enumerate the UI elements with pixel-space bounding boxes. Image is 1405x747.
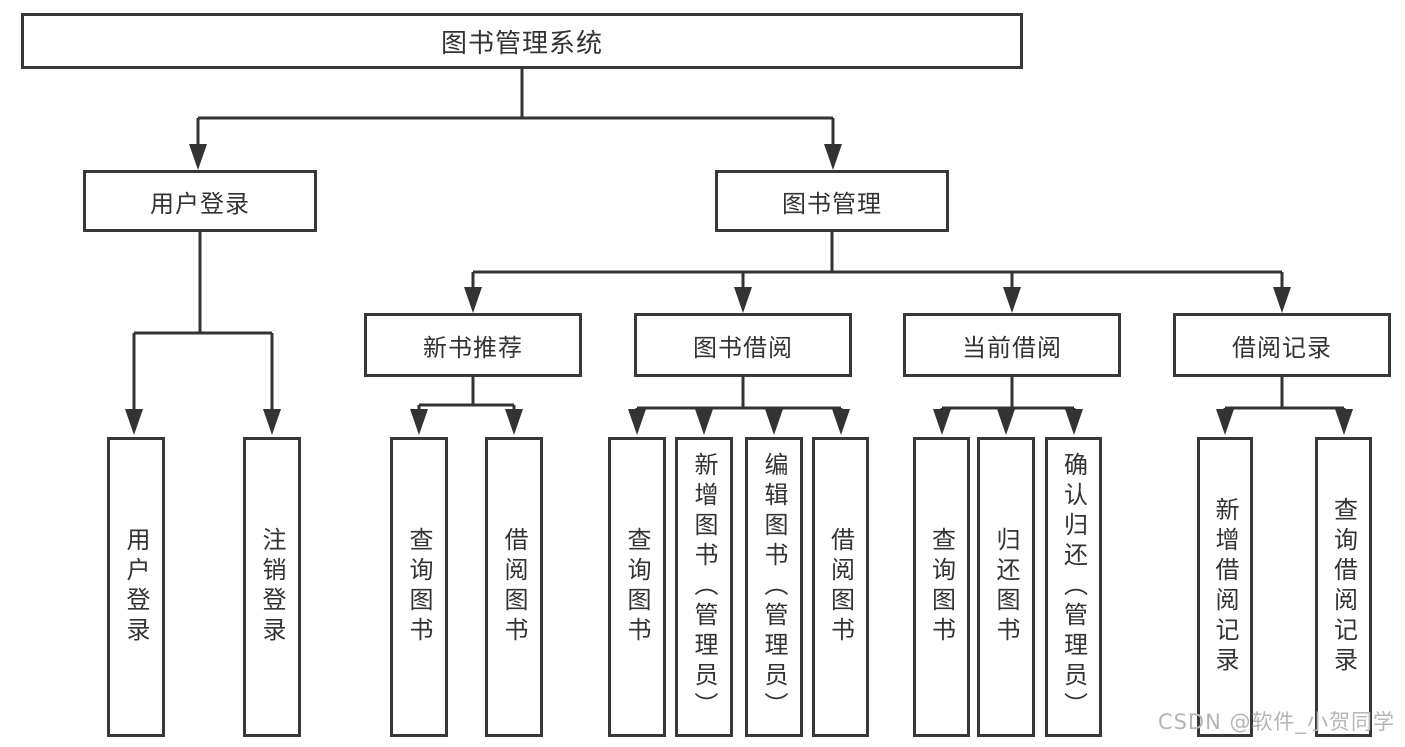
leaf-borrow-books-recommend: 借阅图书 — [485, 437, 543, 737]
node-borrow-records: 借阅记录 — [1173, 313, 1391, 377]
leaf-query-borrow-record: 查询借阅记录 — [1315, 437, 1372, 737]
node-root: 图书管理系统 — [21, 13, 1023, 69]
leaf-borrow-books: 借阅图书 — [812, 437, 869, 737]
leaf-query-books-borrow: 查询图书 — [608, 437, 666, 737]
node-new-book-recommend: 新书推荐 — [364, 313, 582, 377]
leaf-logout: 注销登录 — [243, 437, 301, 737]
leaf-edit-book-admin: 编辑图书（管理员） — [745, 437, 803, 737]
leaf-add-borrow-record: 新增借阅记录 — [1197, 437, 1253, 737]
leaf-confirm-return-admin: 确认归还（管理员） — [1045, 437, 1102, 737]
node-current-borrow: 当前借阅 — [903, 313, 1121, 377]
node-book-management: 图书管理 — [715, 170, 949, 232]
node-user-login: 用户登录 — [83, 170, 317, 232]
leaf-query-books-recommend: 查询图书 — [390, 437, 448, 737]
leaf-return-book: 归还图书 — [977, 437, 1035, 737]
leaf-add-book-admin: 新增图书（管理员） — [675, 437, 733, 737]
leaf-user-login: 用户登录 — [107, 437, 165, 737]
watermark: CSDN @软件_小贺同学 — [1157, 710, 1395, 734]
leaf-query-books-current: 查询图书 — [913, 437, 970, 737]
node-book-borrow: 图书借阅 — [634, 313, 852, 377]
